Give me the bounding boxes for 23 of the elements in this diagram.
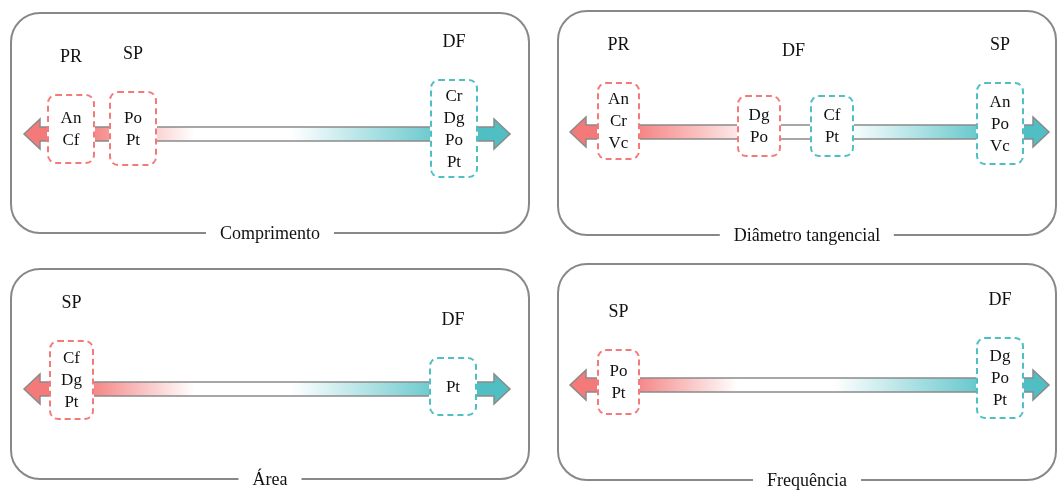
- group-heading: DF: [441, 309, 465, 330]
- code-list: Po Pt: [609, 360, 628, 404]
- group-heading: SP: [990, 34, 1010, 55]
- category-box: [737, 95, 781, 157]
- code-list: Cr Dg Po Pt: [443, 84, 465, 173]
- code-list: Dg Po: [748, 104, 770, 148]
- category-box: [810, 95, 854, 157]
- group-heading: SP: [608, 301, 629, 322]
- group-heading: PR: [60, 46, 82, 67]
- code-list: An Cr Vc: [608, 88, 629, 154]
- code-list: Pt: [445, 375, 461, 398]
- group-heading: SP: [61, 292, 82, 313]
- code-list: Dg Po Pt: [989, 345, 1011, 411]
- code-list: An Po Vc: [989, 90, 1011, 157]
- code-list: Po Pt: [124, 106, 142, 151]
- group-heading: PR: [607, 34, 630, 55]
- group-heading: DF: [442, 31, 466, 52]
- group-heading: DF: [782, 40, 805, 61]
- group-heading: DF: [988, 289, 1012, 310]
- code-list: An Cf: [60, 107, 82, 151]
- code-list: Cf Dg Pt: [61, 347, 82, 413]
- code-list: Cf Pt: [823, 104, 841, 148]
- group-heading: SP: [123, 43, 143, 64]
